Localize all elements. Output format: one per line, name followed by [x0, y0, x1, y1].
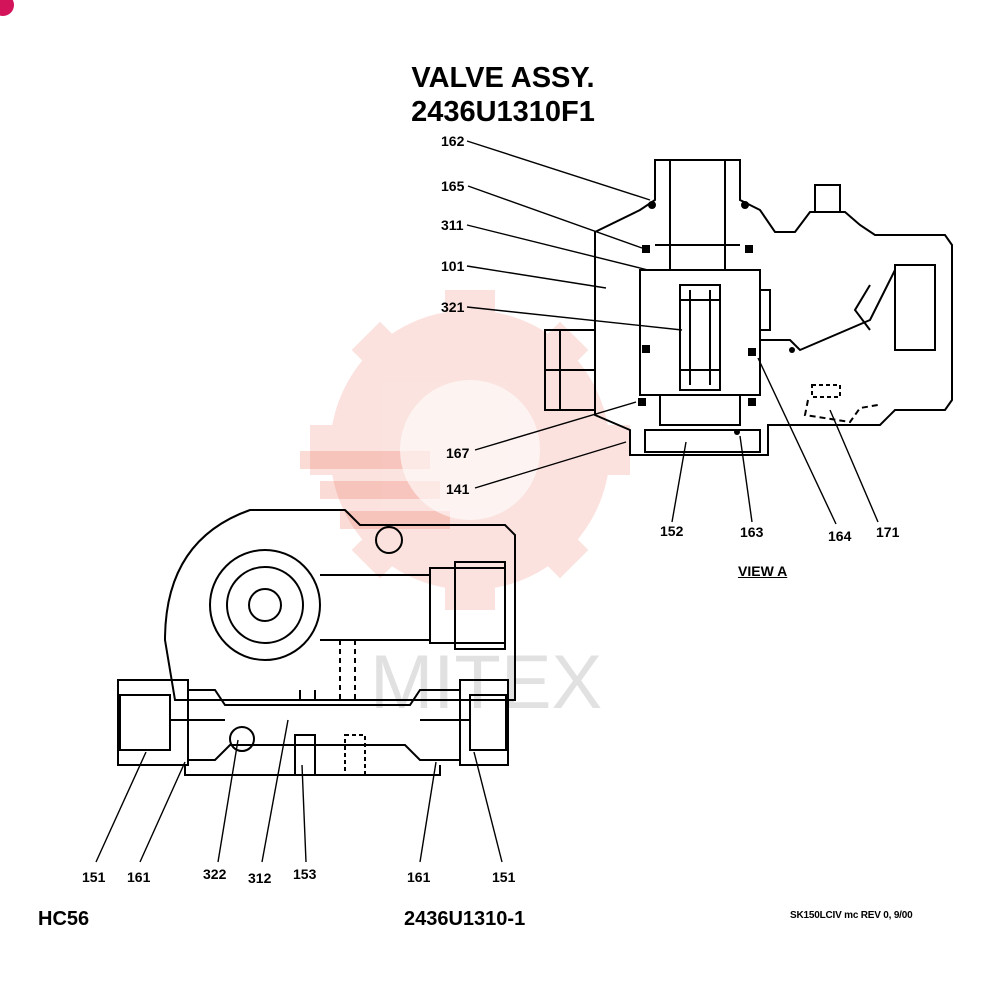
- leader-lines: [95, 140, 879, 863]
- callout-162: 162: [441, 133, 465, 149]
- watermark-text: MITEX: [370, 640, 602, 725]
- callout-165: 165: [441, 178, 465, 194]
- callout-163: 163: [740, 524, 764, 540]
- callout-312: 312: [248, 870, 272, 886]
- callout-161-right: 161: [407, 869, 431, 885]
- top-valve-body: [544, 159, 953, 456]
- watermark-hub: [400, 380, 540, 520]
- title-line-2: 2436U1310F1: [411, 96, 595, 128]
- callout-171: 171: [876, 524, 900, 540]
- callout-161-left: 161: [127, 869, 151, 885]
- callout-164: 164: [828, 528, 852, 544]
- callout-322: 322: [203, 866, 227, 882]
- bottom-valve-body: [117, 509, 516, 776]
- footer-part-number: 2436U1310-1: [404, 908, 526, 930]
- view-a-label: VIEW A: [738, 563, 788, 579]
- callout-101: 101: [441, 258, 465, 274]
- callout-153: 153: [293, 866, 317, 882]
- callout-151-right: 151: [492, 869, 516, 885]
- callouts-top: 162 165 311 101 321 167 141 152 163 164 …: [441, 133, 900, 544]
- callout-141: 141: [446, 481, 470, 497]
- callout-311: 311: [441, 217, 464, 233]
- title-line-1: VALVE ASSY.: [411, 62, 595, 94]
- top-o-rings: [638, 201, 795, 435]
- callout-152: 152: [660, 523, 684, 539]
- footer-model: HC56: [38, 908, 90, 930]
- callout-151-left: 151: [82, 869, 106, 885]
- footer-revision: SK150LCIV mc REV 0, 9/00: [790, 910, 913, 921]
- corner-mark: [0, 0, 14, 16]
- callout-321: 321: [441, 299, 465, 315]
- callout-167: 167: [446, 445, 470, 461]
- callouts-bottom: 151 161 322 312 153 161 151: [82, 866, 516, 886]
